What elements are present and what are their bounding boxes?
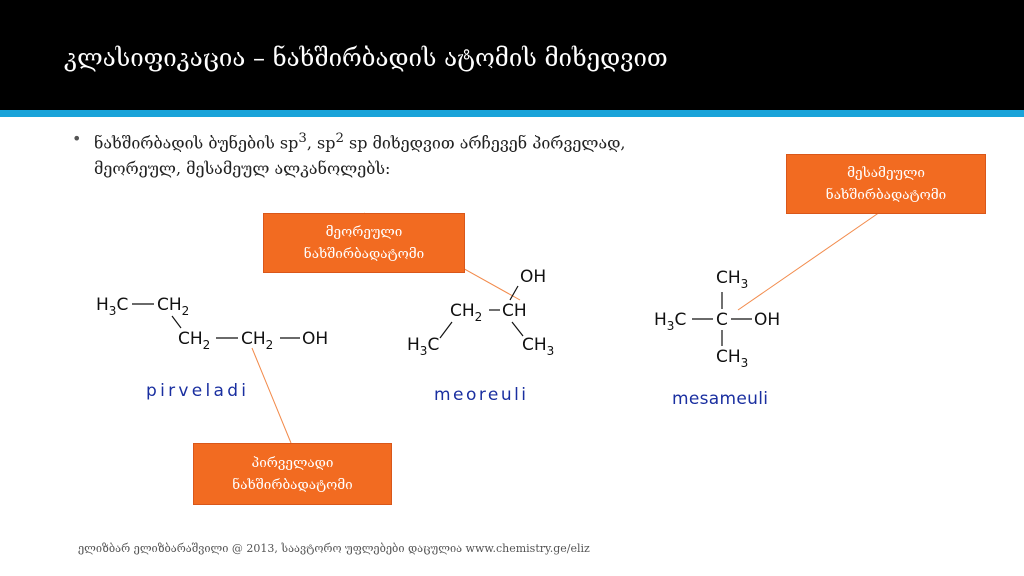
molecule-secondary: OH CH2 CH H3C CH3 meoreuli bbox=[407, 267, 554, 405]
callout-primary-line2: ნახშირბადატომი bbox=[232, 477, 353, 493]
molecule-primary: H3C CH2 CH2 CH2 OH pirveladi bbox=[96, 295, 328, 401]
secondary-oh: OH bbox=[520, 267, 546, 287]
bullet-text-part2: , sp bbox=[306, 133, 336, 153]
bond-secondary-3 bbox=[511, 321, 524, 337]
callout-pointer-tertiary bbox=[737, 211, 881, 311]
primary-ch2c: CH2 bbox=[241, 329, 273, 352]
primary-ch2b: CH2 bbox=[178, 329, 210, 352]
bullet-sup2: 2 bbox=[335, 131, 344, 146]
tertiary-ch3-top: CH3 bbox=[716, 268, 748, 291]
bond-secondary-2 bbox=[439, 321, 453, 339]
slide-title: კლასიფიკაცია – ნახშირბადის ატომის მიხედვ… bbox=[64, 44, 668, 72]
secondary-ch2: CH2 bbox=[450, 301, 482, 324]
tertiary-oh: OH bbox=[754, 310, 780, 330]
bond-secondary-oh bbox=[509, 285, 519, 301]
slide-header: კლასიფიკაცია – ნახშირბადის ატომის მიხედვ… bbox=[0, 0, 1024, 110]
callout-tertiary-line1: მესამეული bbox=[847, 165, 925, 181]
bullet-sup1: 3 bbox=[298, 131, 307, 146]
bullet-text-part3: sp მიხედვით არჩევენ პირველად, მეორეულ, მ… bbox=[94, 133, 626, 179]
tertiary-h3c: H3C bbox=[654, 310, 686, 333]
callout-secondary-line1: მეორეული bbox=[325, 224, 403, 240]
tertiary-ch3-bottom: CH3 bbox=[716, 347, 748, 370]
tertiary-label: mesameuli bbox=[672, 389, 768, 409]
secondary-ch: CH bbox=[502, 301, 527, 321]
primary-oh: OH bbox=[302, 329, 328, 349]
header-accent-stripe bbox=[0, 110, 1024, 117]
bullet-item: ნახშირბადის ბუნების sp3, sp2 sp მიხედვით… bbox=[94, 126, 654, 182]
primary-ch2a: CH2 bbox=[157, 295, 189, 318]
callout-primary-line1: პირველადი bbox=[251, 455, 334, 471]
bond-primary-2 bbox=[171, 315, 182, 329]
slide-footer: ელიზბარ ელიზბარაშვილი @ 2013, საავტორო უ… bbox=[78, 542, 590, 555]
callout-pointer-primary bbox=[251, 347, 292, 444]
bullet-dot-icon: • bbox=[72, 129, 82, 148]
tertiary-c: C bbox=[716, 310, 728, 330]
bullet-text-part1: ნახშირბადის ბუნების sp bbox=[94, 133, 299, 153]
molecule-tertiary: CH3 H3C C OH CH3 mesameuli bbox=[654, 268, 780, 409]
primary-h3c: H3C bbox=[96, 295, 128, 318]
callout-primary-carbon: პირველადი ნახშირბადატომი bbox=[193, 443, 392, 505]
primary-label: pirveladi bbox=[146, 381, 246, 401]
callout-tertiary-carbon: მესამეული ნახშირბადატომი bbox=[786, 154, 986, 214]
callout-secondary-carbon: მეორეული ნახშირბადატომი bbox=[263, 213, 465, 273]
secondary-label: meoreuli bbox=[434, 385, 526, 405]
callout-secondary-line2: ნახშირბადატომი bbox=[303, 246, 425, 262]
callout-tertiary-line2: ნახშირბადატომი bbox=[825, 187, 947, 203]
secondary-ch3: CH3 bbox=[522, 335, 554, 358]
secondary-h3c: H3C bbox=[407, 335, 439, 358]
